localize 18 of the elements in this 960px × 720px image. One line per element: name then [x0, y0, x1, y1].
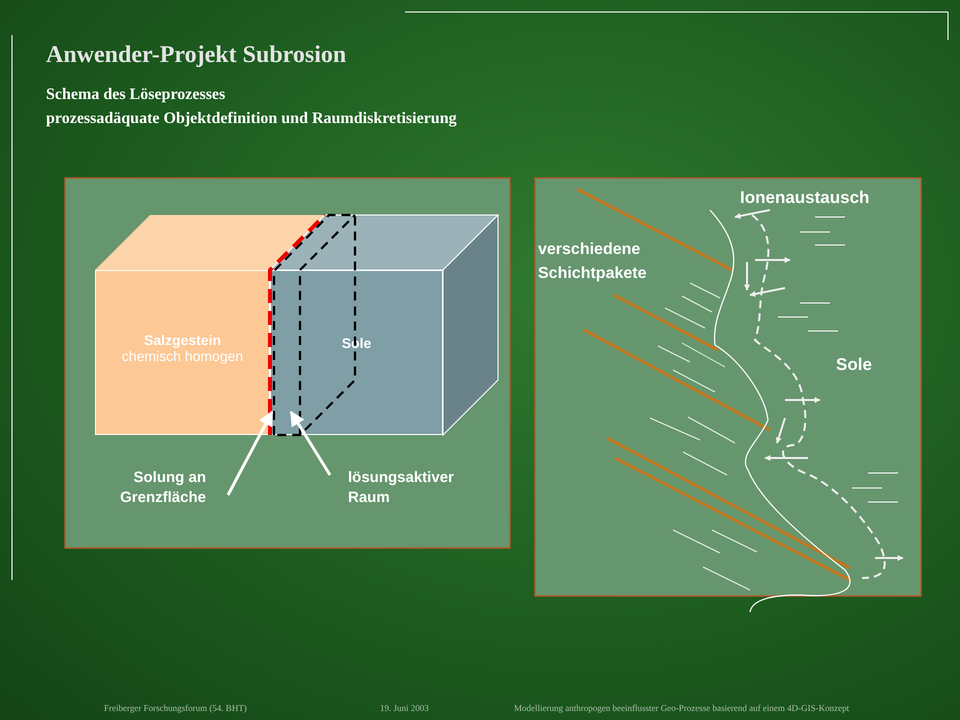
rock-block — [95, 270, 270, 435]
leader-arrow — [290, 410, 332, 476]
slide-title: Anwender-Projekt Subrosion — [46, 42, 346, 69]
panel-label: Sole — [836, 355, 872, 375]
panel-label: Ionenaustausch — [740, 188, 870, 208]
block-label: Salzgestein — [144, 332, 222, 348]
footer-text: Modellierung anthropogen beeinflusster Geo-Prozesse basierend auf einem 4D-GIS-Konzept — [514, 703, 850, 713]
footer-text: 19. Juni 2003 — [380, 703, 429, 713]
block-label: Sole — [342, 334, 372, 350]
panel-label: verschiedene Schichtpakete — [538, 240, 648, 284]
callout-text: lösungsaktiver Raum — [348, 468, 455, 508]
subtitle: Schema des Löseprozesses — [46, 86, 226, 104]
brine-block — [270, 270, 443, 435]
callout-text: Solung an Grenzfläche — [119, 468, 206, 508]
block-description: chemisch homogen — [122, 348, 244, 364]
footer-text: Freiberger Forschungsforum (54. BHT) — [104, 703, 247, 713]
subtitle: prozessadäquate Objektdefinition und Raumdiskretisierung — [46, 110, 457, 128]
leader-arrow — [226, 410, 274, 496]
